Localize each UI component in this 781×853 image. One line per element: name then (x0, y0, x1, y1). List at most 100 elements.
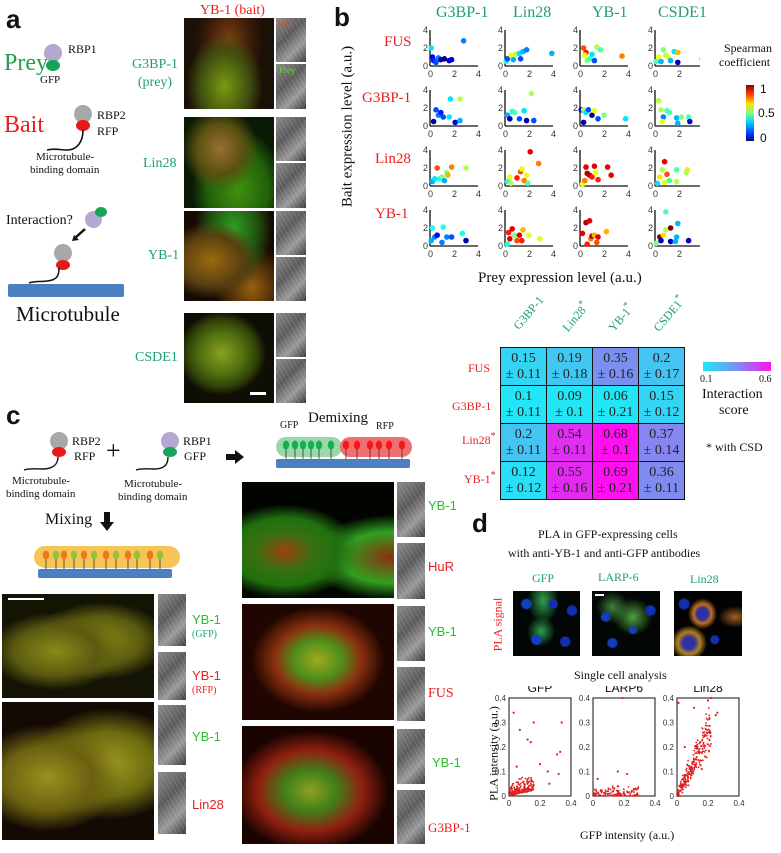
svg-text:0: 0 (648, 61, 653, 71)
mbd-tail-icon-2 (28, 267, 60, 284)
scatter-row-header-fus: FUS (384, 34, 412, 50)
inset-prey-yb1 (276, 257, 306, 301)
svg-text:0.2: 0.2 (663, 743, 675, 752)
cell-sd: ± 0.11 (505, 442, 542, 458)
scatter-row-header-lin28: Lin28 (375, 151, 411, 167)
c-rbp1-circle-icon (161, 432, 179, 450)
svg-text:0.3: 0.3 (663, 719, 675, 728)
single-cell-title: Single cell analysis (574, 668, 667, 682)
bait-rbp-circle-icon (54, 244, 72, 262)
prey-gfp-circle-icon (95, 207, 107, 217)
interaction-scale-bar (703, 362, 771, 371)
scatter-col-header-yb1: YB-1 (592, 4, 628, 21)
inset-r-hur (397, 543, 425, 599)
svg-text:4: 4 (626, 189, 631, 199)
svg-text:0: 0 (648, 181, 653, 191)
svg-text:4: 4 (573, 205, 578, 215)
cell-sd: ± 0.11 (505, 366, 542, 382)
demixing-label: Demixing (308, 410, 368, 426)
colorbar-title-1: Spearman (724, 41, 772, 55)
cell-mean: 0.55 (557, 464, 582, 480)
micrograph-yb1-fus (242, 604, 394, 720)
inset-r-g3bp1 (397, 790, 425, 844)
c-label-lin28-red: Lin28 (192, 797, 224, 812)
scatter-col-header-csde1: CSDE1 (658, 4, 707, 21)
mixed-microtubule-bar (38, 569, 172, 578)
svg-text:0.2: 0.2 (702, 799, 714, 808)
svg-text:0.4: 0.4 (733, 799, 745, 808)
scatter-ylabel: Bait expression level (a.u.) (339, 45, 356, 208)
scatter-col-header-g3bp1: G3BP-1 (436, 4, 489, 21)
svg-text:0: 0 (428, 189, 433, 199)
c-gfp-circle-icon (163, 447, 177, 457)
colorbar-title-2: coefficient (719, 55, 771, 69)
svg-text:0: 0 (578, 129, 583, 139)
svg-text:2: 2 (648, 163, 653, 173)
svg-text:0.2: 0.2 (618, 799, 630, 808)
heatmap-row-header-yb1-text: YB-1 (464, 472, 491, 486)
svg-text:4: 4 (423, 85, 428, 95)
cell-sd: ± 0.17 (643, 366, 680, 382)
cell-mean: 0.36 (649, 464, 674, 480)
c-mbd-label-2a: Microtubule- (124, 478, 183, 490)
cell-mean: 0.2 (514, 426, 533, 442)
heatmap-cell: 0.54± 0.11 (546, 423, 593, 462)
pla-image-larp6 (592, 591, 660, 656)
svg-text:2: 2 (527, 69, 532, 79)
svg-text:4: 4 (423, 205, 428, 215)
d-image-label-lin28: Lin28 (690, 572, 719, 586)
c-rfp-circle-icon (52, 447, 66, 457)
inset-r-yb1-3 (397, 729, 425, 784)
csd-note: * with CSD (706, 440, 763, 454)
svg-text:2: 2 (423, 163, 428, 173)
heatmap-col-header-csde1-text: CSDE1 (650, 297, 685, 335)
heatmap-cell: 0.15± 0.11 (500, 347, 547, 386)
pla-image-gfp (513, 591, 580, 656)
heatmap-col-header-csde1: CSDE1* (649, 292, 689, 335)
cell-mean: 0.2 (652, 350, 671, 366)
micrograph-csde1 (184, 313, 274, 403)
scale-bar (8, 598, 44, 600)
micrograph-yb1-lin28 (2, 702, 154, 840)
heatmap-cell: 0.12± 0.12 (500, 461, 547, 500)
inset-lin28 (158, 772, 186, 834)
demixed-microtubule-bar (276, 459, 410, 468)
c-label-yb1-gfp: YB-1 (192, 612, 221, 627)
gfp-label: GFP (40, 74, 61, 86)
svg-text:0.4: 0.4 (579, 694, 591, 703)
svg-text:2: 2 (452, 129, 457, 139)
microtubule-label: Microtubule (16, 302, 120, 326)
arrow-right-icon (226, 450, 244, 464)
heatmap-col-header-yb1: YB-1* (604, 300, 637, 335)
micrograph-lin28 (184, 117, 274, 208)
svg-text:4: 4 (476, 129, 481, 139)
svg-text:2: 2 (602, 249, 607, 259)
cell-sd: ± 0.11 (505, 404, 542, 420)
scale-max: 0.6 (759, 374, 772, 385)
row-label-lin28: Lin28 (143, 156, 177, 171)
scale-title-1: Interaction (702, 387, 763, 402)
svg-text:4: 4 (626, 69, 631, 79)
svg-text:0: 0 (578, 69, 583, 79)
heatmap-cell: 0.2± 0.11 (500, 423, 547, 462)
svg-text:0: 0 (498, 121, 503, 131)
svg-text:2: 2 (602, 69, 607, 79)
svg-text:4: 4 (498, 145, 503, 155)
rfp-label: RFP (97, 124, 119, 138)
svg-text:2: 2 (498, 43, 503, 53)
prey-label: Prey (4, 50, 48, 76)
svg-text:2: 2 (573, 103, 578, 113)
svg-text:0: 0 (675, 799, 680, 808)
heatmap-cell: 0.19± 0.18 (546, 347, 593, 386)
arrow-down-icon (100, 512, 114, 531)
svg-text:4: 4 (423, 25, 428, 35)
